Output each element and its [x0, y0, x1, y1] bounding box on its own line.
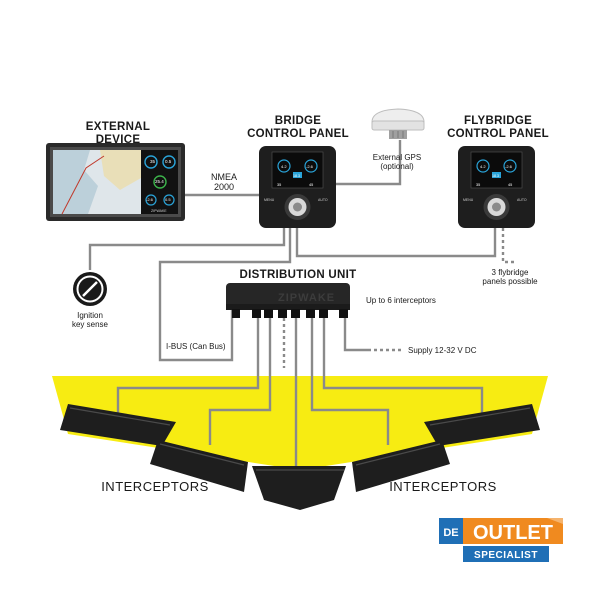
flybridge-panel-menu: MENU	[463, 198, 474, 202]
label-flybridge-control-panel: FLYBRIDGE CONTROL PANEL	[440, 115, 556, 141]
label-external-device: EXTERNAL DEVICE	[70, 121, 166, 147]
bridge-control-panel: 4.2 -2.6 18.3 35 45 MENU AUTO	[259, 146, 336, 228]
label-interceptors-left: INTERCEPTORS	[101, 479, 209, 494]
label-ignition-key-sense: Ignition key sense	[55, 311, 125, 329]
bridge-screen-mid: 18.3	[293, 174, 300, 178]
bridge-screen-top-right: -2.6	[306, 164, 314, 169]
dashed-cables	[282, 228, 515, 368]
bridge-screen-bottom-left: 35	[277, 183, 281, 187]
label-nmea-line2: 2000	[213, 182, 235, 193]
flybridge-screen-top-left: 4.2	[480, 164, 486, 169]
cable-bridge-to-ignition	[88, 228, 286, 270]
label-ibus: I-BUS (Can Bus)	[166, 342, 226, 351]
cable-supply	[343, 318, 368, 352]
label-flybridge-note: 3 flybridge panels possible	[470, 268, 550, 286]
cable-dist-to-interceptor-2	[208, 318, 272, 445]
bridge-panel-auto: AUTO	[318, 198, 328, 202]
interceptor-highlights	[69, 407, 531, 471]
logo-graphic: DE OUTLET SPECIALIST	[439, 518, 563, 562]
interceptor-4	[352, 440, 450, 492]
label-bridge-line1: BRIDGE	[274, 115, 322, 127]
label-flybridge-line2: CONTROL PANEL	[447, 128, 549, 141]
dashed-cable-extra-flybridge	[501, 228, 515, 264]
flybridge-control-panel: 4.2 -2.6 18.3 35 45 MENU AUTO	[458, 146, 535, 228]
ext-screen-left: -2.6	[146, 197, 154, 202]
label-ignition-line2: key sense	[71, 320, 109, 330]
label-external-gps: External GPS (optional)	[356, 153, 438, 171]
label-gps-line2: (optional)	[380, 162, 414, 172]
ext-screen-trim: 25.4	[155, 179, 164, 184]
label-flybridge-note-line2: panels possible	[482, 277, 538, 287]
ext-screen-rpm: 0.5	[165, 159, 172, 164]
flybridge-screen-mid: 18.3	[492, 174, 499, 178]
flybridge-screen-bottom-right: 45	[508, 183, 512, 187]
label-bridge-line2: CONTROL PANEL	[247, 128, 349, 141]
ext-screen-speed: 35	[150, 159, 156, 164]
label-interceptors-right: INTERCEPTORS	[389, 479, 497, 494]
ext-screen-brand: ZIPWAKE	[151, 209, 167, 213]
bridge-panel-menu: MENU	[264, 198, 275, 202]
cable-gps-to-bridge	[335, 140, 402, 186]
interceptors	[60, 404, 540, 510]
cable-bridge-ibus	[158, 228, 292, 362]
cables	[88, 140, 497, 472]
label-flybridge-line1: FLYBRIDGE	[463, 115, 533, 127]
cable-dist-to-interceptor-5	[322, 318, 484, 420]
label-gps-line1: External GPS	[372, 153, 422, 162]
de-outlet-specialist-logo: DE OUTLET SPECIALIST	[439, 510, 565, 574]
distribution-unit: ZIPWAKE	[226, 283, 350, 318]
label-bridge-control-panel: BRIDGE CONTROL PANEL	[240, 115, 356, 141]
flybridge-screen-top-right: -2.6	[505, 164, 513, 169]
label-external-device-line2: DEVICE	[95, 134, 141, 147]
bridge-screen-top-left: 4.2	[281, 164, 287, 169]
ignition-key-icon	[73, 272, 107, 306]
logo-prefix: DE	[443, 527, 458, 539]
cable-bridge-to-flybridge	[295, 228, 497, 258]
cable-dist-to-interceptor-1	[116, 318, 260, 420]
bridge-screen-bottom-right: 45	[309, 183, 313, 187]
distribution-unit-brand: ZIPWAKE	[278, 292, 335, 304]
interceptor-2	[150, 440, 248, 492]
label-ignition-line1: Ignition	[77, 311, 103, 320]
logo-specialist: SPECIALIST	[474, 550, 538, 561]
ext-screen-right: 0.5	[165, 197, 171, 202]
logo-main: OUTLET	[473, 522, 553, 544]
label-nmea-line1: NMEA	[210, 172, 237, 182]
interceptor-1	[60, 404, 176, 446]
label-flybridge-note-line1: 3 flybridge	[491, 268, 529, 277]
flybridge-screen-bottom-left: 35	[476, 183, 480, 187]
gps-antenna-icon	[371, 108, 425, 139]
interceptor-3	[252, 466, 346, 510]
cable-dist-to-interceptor-4	[310, 318, 390, 445]
label-supply: Supply 12-32 V DC	[408, 346, 477, 355]
interceptor-5	[424, 404, 540, 446]
label-external-device-line1: EXTERNAL	[85, 121, 151, 133]
label-up-to-6-interceptors: Up to 6 interceptors	[366, 296, 436, 305]
label-nmea-2000: NMEA 2000	[198, 172, 250, 193]
flybridge-panel-auto: AUTO	[517, 198, 527, 202]
label-distribution-unit: DISTRIBUTION UNIT	[239, 269, 357, 281]
external-device: 35 0.5 25.4 -2.6 0.5 ZIPWAKE	[46, 143, 185, 221]
